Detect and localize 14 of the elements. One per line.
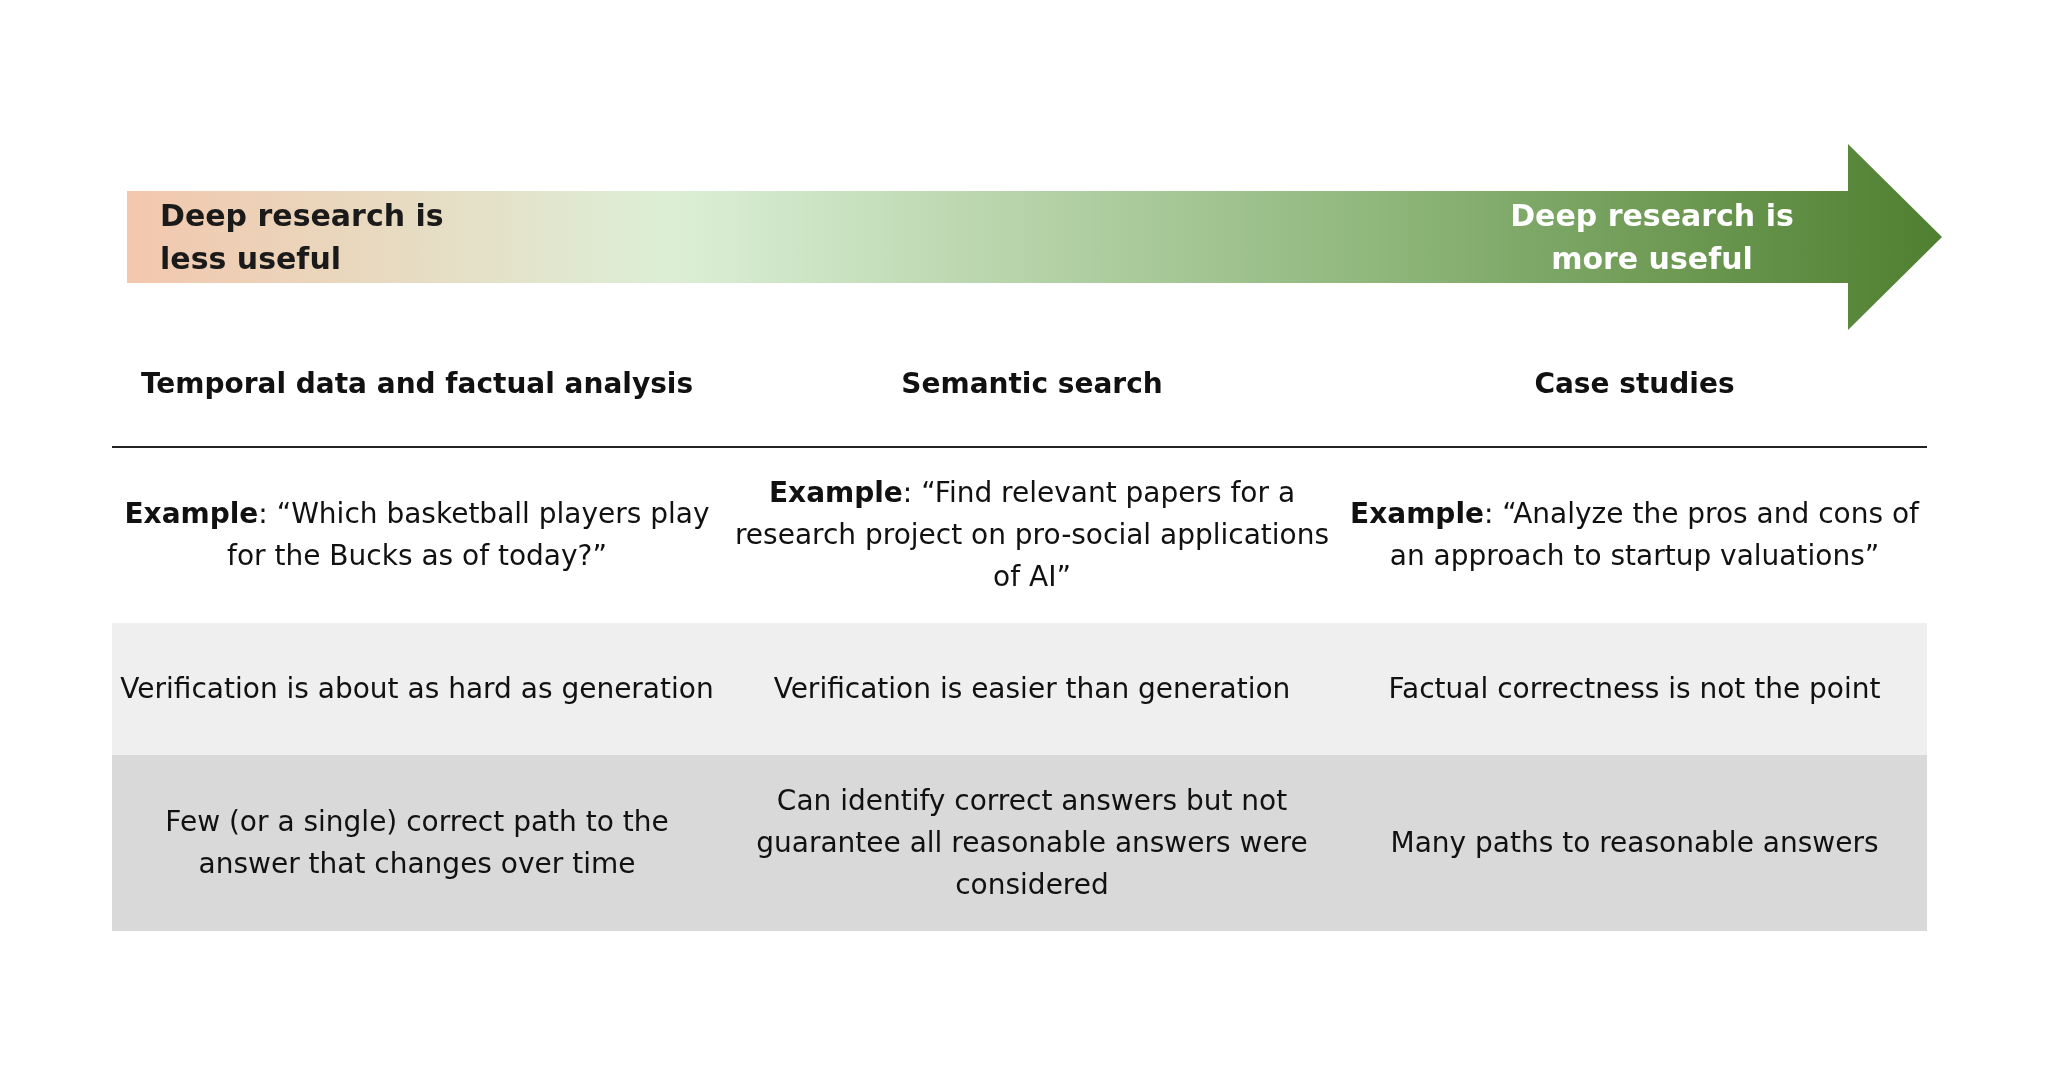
column-header: Temporal data and factual analysis — [140, 365, 694, 402]
scale-label: Deep research is less useful — [160, 197, 445, 278]
table-text: Example: “Analyze the pros and cons of an approach to startup valuations” — [1349, 496, 1921, 574]
table-text: Verification is about as hard as generation — [120, 671, 714, 707]
table-text: Example: “Find relevant papers for a research project on pro-social applications of AI” — [733, 475, 1331, 595]
table-text: Few (or a single) correct path to the answer that changes over time — [164, 804, 670, 882]
table-text: Example: “Which basketball players play for the Bucks as of today?” — [123, 496, 711, 574]
table-text: Verification is easier than generation — [773, 671, 1291, 707]
table-text: Can identify correct answers but not guarantee all reasonable answers were considered — [755, 783, 1309, 903]
table-text: Many paths to reasonable answers — [1390, 825, 1879, 861]
column-header: Semantic search — [901, 365, 1163, 402]
table-text: Factual correctness is not the point — [1388, 671, 1881, 707]
scale-label: Deep research is more useful — [1509, 197, 1795, 278]
column-header: Case studies — [1534, 365, 1735, 402]
